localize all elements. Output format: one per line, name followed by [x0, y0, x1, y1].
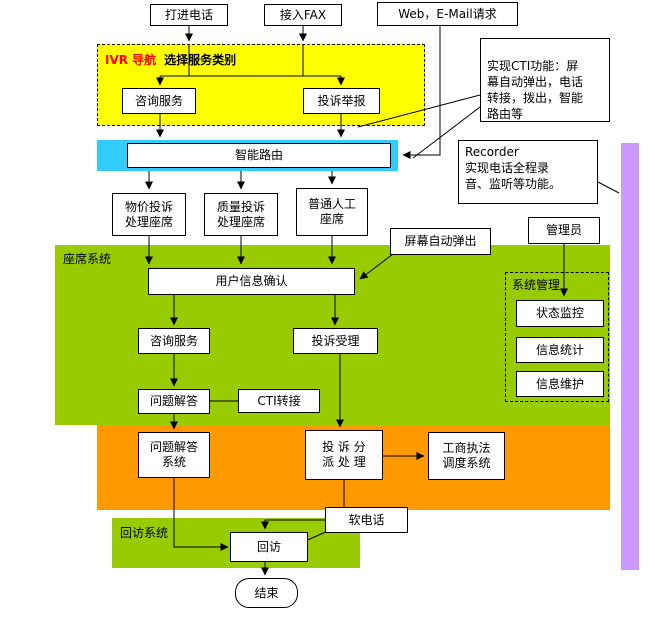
note-cti-transfer-label: CTI转接	[257, 393, 301, 408]
ivr-title: IVR 导航选择服务类别	[105, 53, 236, 67]
right-side-bar	[621, 143, 639, 570]
node-callback: 回访	[230, 532, 308, 562]
node-complaint-accept-label: 投诉受理	[311, 333, 360, 348]
node-info-maintain-label: 信息维护	[535, 376, 584, 391]
agent-region-label: 座席系统	[63, 252, 111, 266]
node-admin: 管理员	[528, 217, 600, 244]
sysmgmt-group	[505, 272, 609, 402]
node-seat-quality: 质量投诉 处理座席	[204, 193, 278, 236]
node-incoming-call-label: 打进电话	[164, 7, 213, 22]
node-dispatch-label: 投 诉 分 派 处 理	[322, 440, 366, 469]
node-dispatch: 投 诉 分 派 处 理	[305, 430, 383, 480]
node-info-maintain: 信息维护	[516, 371, 604, 397]
node-qa-system-label: 问题解答 系统	[149, 440, 198, 469]
node-seat-quality-label: 质量投诉 处理座席	[216, 199, 265, 229]
node-ivr-complaint: 投诉举报	[303, 88, 380, 114]
node-qa: 问题解答	[138, 389, 210, 414]
node-consult-service: 咨询服务	[138, 328, 210, 354]
node-user-confirm-label: 用户信息确认	[215, 274, 288, 288]
sysmgmt-group-label: 系统管理	[512, 278, 560, 292]
node-seat-price-label: 物价投诉 处理座席	[124, 199, 173, 229]
note-recorder-body: 实现电话全程录 音、监听等功能。	[465, 161, 562, 191]
node-ivr-complaint-label: 投诉举报	[317, 93, 366, 108]
node-end: 结束	[235, 578, 298, 608]
node-qa-label: 问题解答	[149, 394, 198, 408]
node-seat-normal-label: 普通人工 座席	[307, 197, 356, 226]
node-smart-route-label: 智能路由	[234, 148, 283, 162]
node-fax-in-label: 接入FAX	[279, 7, 327, 22]
node-status-monitor-label: 状态监控	[535, 306, 584, 320]
node-callback-label: 回访	[256, 539, 281, 554]
node-law-system-label: 工商执法 调度系统	[442, 441, 491, 470]
note-softphone: 软电话	[325, 507, 408, 533]
ivr-title-black: 选择服务类别	[164, 53, 237, 67]
note-cti-transfer: CTI转接	[238, 389, 320, 413]
note-screen-popup-label: 屏幕自动弹出	[404, 234, 477, 248]
callback-region-label-text: 回访系统	[120, 526, 169, 540]
node-qa-system: 问题解答 系统	[138, 432, 210, 478]
note-recorder-title: Recorder	[465, 145, 519, 159]
note-softphone-label: 软电话	[348, 512, 385, 527]
node-admin-label: 管理员	[545, 223, 582, 237]
node-info-stats-label: 信息统计	[535, 342, 584, 357]
node-end-label: 结束	[254, 585, 279, 600]
callback-region-label: 回访系统	[120, 526, 168, 540]
node-law-system: 工商执法 调度系统	[428, 432, 505, 480]
note-recorder: Recorder 实现电话全程录 音、监听等功能。	[458, 140, 598, 204]
node-web-email-label: Web，E-Mail请求	[398, 6, 497, 21]
node-consult-service-label: 咨询服务	[149, 333, 198, 348]
node-ivr-consult: 咨询服务	[122, 88, 196, 114]
node-web-email: Web，E-Mail请求	[377, 2, 518, 26]
node-seat-normal: 普通人工 座席	[296, 188, 368, 236]
node-ivr-consult-label: 咨询服务	[134, 93, 183, 108]
node-status-monitor: 状态监控	[516, 300, 604, 327]
sysmgmt-group-label-text: 系统管理	[512, 278, 561, 292]
note-cti-features-text: 实现CTI功能：屏 幕自动弹出，电话 转接，拨出，智能 路由等	[487, 59, 584, 121]
node-complaint-accept: 投诉受理	[293, 328, 378, 354]
ivr-title-red: IVR 导航	[105, 53, 157, 67]
note-screen-popup: 屏幕自动弹出	[390, 228, 491, 255]
node-user-confirm: 用户信息确认	[148, 268, 355, 295]
node-fax-in: 接入FAX	[264, 4, 342, 26]
node-info-stats: 信息统计	[516, 337, 604, 363]
node-smart-route: 智能路由	[127, 143, 391, 168]
agent-region-label-text: 座席系统	[63, 252, 112, 266]
note-cti-features: 实现CTI功能：屏 幕自动弹出，电话 转接，拨出，智能 路由等	[480, 38, 610, 122]
node-incoming-call: 打进电话	[150, 4, 228, 26]
node-seat-price: 物价投诉 处理座席	[112, 193, 186, 236]
